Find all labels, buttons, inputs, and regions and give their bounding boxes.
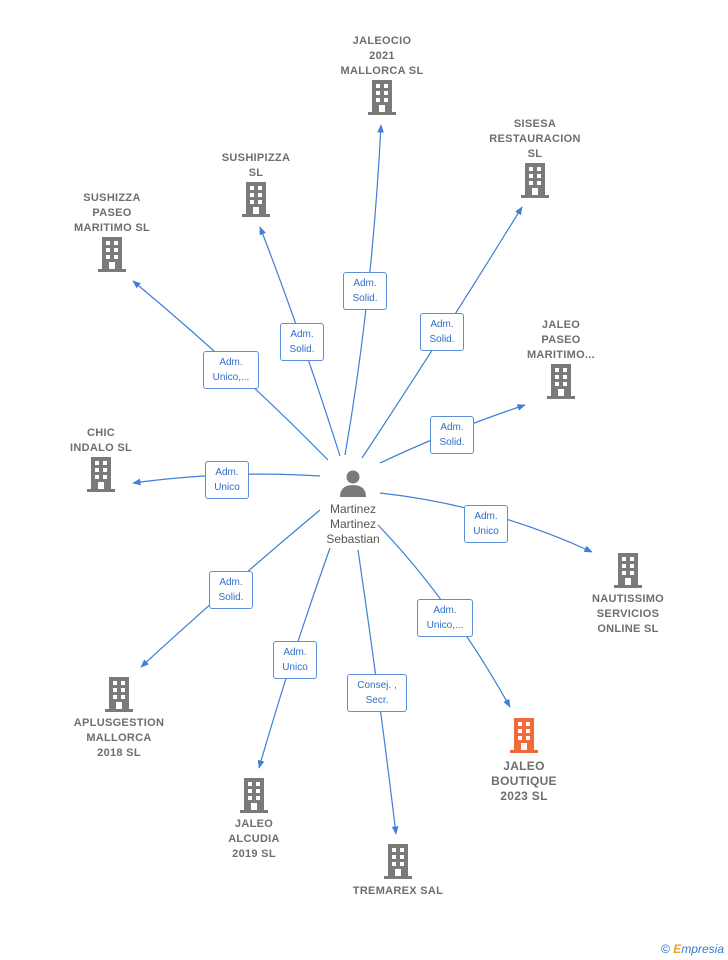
relation-label[interactable]: Adm. Solid.: [420, 313, 464, 351]
company-label: TREMAREX SAL: [352, 885, 444, 897]
company-label: JALEOCIO 2021 MALLORCA SL: [340, 35, 424, 77]
relation-label[interactable]: Adm. Solid.: [280, 323, 324, 361]
company-jaleo-boutique[interactable]: JALEO BOUTIQUE 2023 SL: [476, 717, 572, 804]
company-aplusgestion[interactable]: APLUSGESTION MALLORCA 2018 SL: [64, 676, 174, 761]
building-icon: [614, 553, 642, 588]
company-sushipizza[interactable]: SUSHIPIZZA SL: [210, 151, 302, 217]
brand-initial: E: [673, 942, 682, 956]
relation-label[interactable]: Adm. Solid.: [209, 571, 253, 609]
relation-label[interactable]: Adm. Unico: [205, 461, 249, 499]
building-icon: [368, 80, 396, 115]
company-label: CHIC INDALO SL: [70, 427, 132, 454]
building-icon: [105, 677, 133, 712]
company-label: SISESA RESTAURACION SL: [489, 118, 581, 160]
building-icon: [547, 364, 575, 399]
building-icon: [240, 778, 268, 813]
company-label: JALEO PASEO MARITIMO...: [526, 319, 596, 361]
building-icon: [98, 237, 126, 272]
brand-mark: © Empresia: [661, 942, 724, 956]
copyright-symbol: ©: [661, 942, 670, 956]
brand-name: mpresia: [681, 942, 724, 956]
relation-label[interactable]: Adm. Unico: [273, 641, 317, 679]
building-icon: [384, 844, 412, 879]
company-jaleo-paseo[interactable]: JALEO PASEO MARITIMO...: [513, 318, 609, 399]
building-icon: [242, 182, 270, 217]
building-icon: [87, 457, 115, 492]
person-name: Martinez Martinez Sebastian: [326, 502, 380, 546]
company-nautissimo[interactable]: NAUTISSIMO SERVICIOS ONLINE SL: [578, 552, 678, 637]
relation-label[interactable]: Adm. Solid.: [430, 416, 474, 454]
relation-label[interactable]: Consej. , Secr.: [347, 674, 407, 712]
company-jaleo-alcudia[interactable]: JALEO ALCUDIA 2019 SL: [206, 777, 302, 862]
company-label: SUSHIPIZZA SL: [221, 152, 291, 179]
relation-label[interactable]: Adm. Solid.: [343, 272, 387, 310]
company-label: JALEO BOUTIQUE 2023 SL: [491, 759, 557, 803]
relation-label[interactable]: Adm. Unico,...: [203, 351, 259, 389]
company-label: JALEO ALCUDIA 2019 SL: [228, 818, 280, 860]
relation-label[interactable]: Adm. Unico: [464, 505, 508, 543]
company-jaleocio[interactable]: JALEOCIO 2021 MALLORCA SL: [330, 34, 434, 115]
company-label: APLUSGESTION MALLORCA 2018 SL: [73, 717, 165, 759]
company-sisesa[interactable]: SISESA RESTAURACION SL: [480, 117, 590, 198]
company-tremarex[interactable]: TREMAREX SAL: [342, 843, 454, 899]
building-icon: [510, 718, 538, 753]
building-icon: [521, 163, 549, 198]
company-label: SUSHIZZA PASEO MARITIMO SL: [73, 192, 150, 234]
company-chic[interactable]: CHIC INDALO SL: [56, 426, 146, 492]
person-node[interactable]: Martinez Martinez Sebastian: [312, 468, 394, 547]
relation-label[interactable]: Adm. Unico,...: [417, 599, 473, 637]
company-sushizza[interactable]: SUSHIZZA PASEO MARITIMO SL: [62, 191, 162, 272]
company-label: NAUTISSIMO SERVICIOS ONLINE SL: [591, 593, 665, 635]
person-icon: [340, 470, 366, 497]
